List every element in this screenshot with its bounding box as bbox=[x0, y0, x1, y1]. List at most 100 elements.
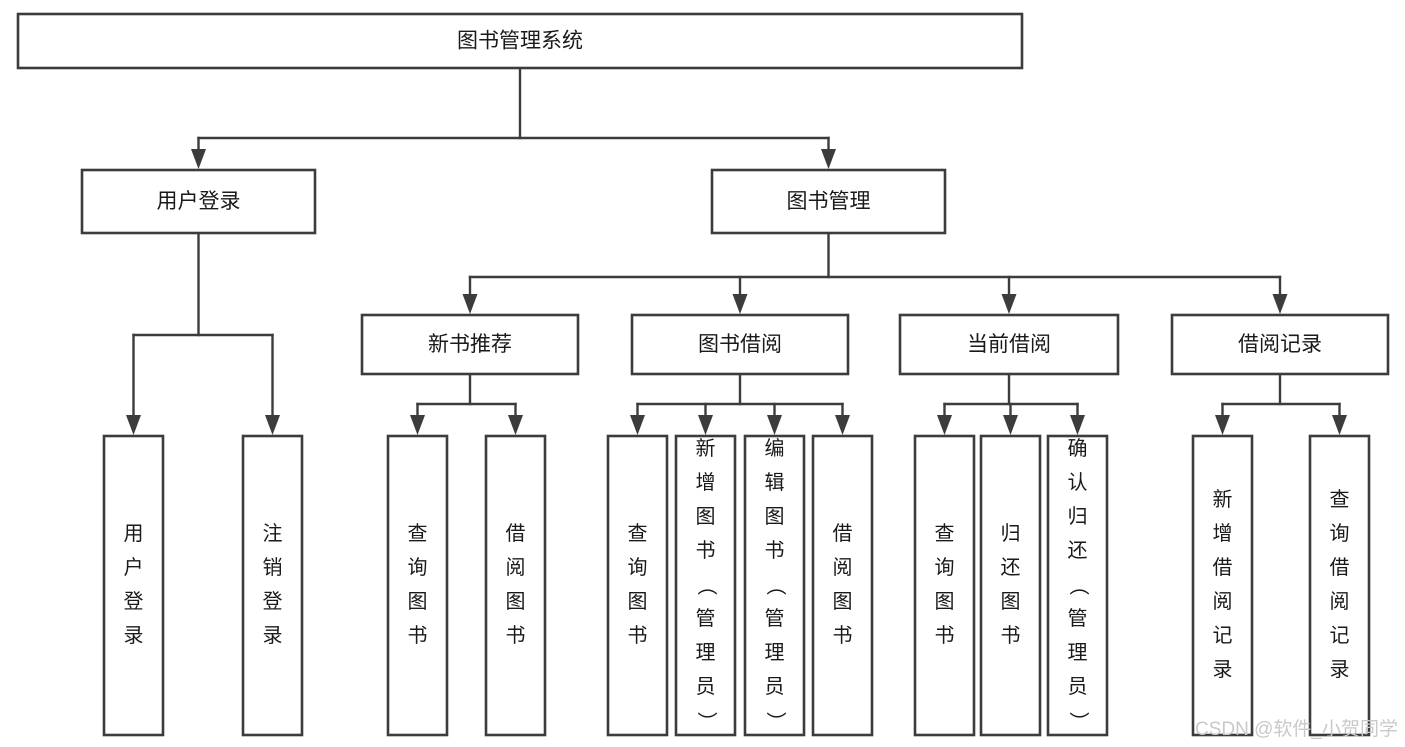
node-leaf-bor-4[interactable]: 借阅图书借阅图书 bbox=[811, 434, 874, 737]
arrow-head-icon bbox=[508, 415, 523, 435]
node-label-char: 借 bbox=[1330, 556, 1350, 579]
node-box[interactable] bbox=[16, 12, 1024, 70]
node-leaf-new-2[interactable]: 借阅图书借阅图书 bbox=[484, 434, 547, 737]
arrow-head-icon bbox=[1215, 415, 1230, 435]
node-label-char: 书 bbox=[506, 624, 526, 647]
node-label-char: 员 bbox=[696, 676, 716, 698]
node-label-char: 图 bbox=[506, 591, 526, 613]
node-leaf-cur-1[interactable]: 查询图书查询图书 bbox=[913, 434, 976, 737]
node-label-char: 询 bbox=[628, 556, 648, 579]
node-box[interactable] bbox=[484, 434, 547, 737]
node-leaf-new-1[interactable]: 查询图书查询图书 bbox=[386, 434, 449, 737]
node-label: 图书借阅 bbox=[698, 333, 782, 356]
node-records[interactable]: 借阅记录 bbox=[1170, 313, 1390, 376]
node-label-char: 图 bbox=[408, 591, 428, 613]
node-current[interactable]: 当前借阅 bbox=[898, 313, 1120, 376]
node-leaf-rec-1[interactable]: 新增借阅记录新增借阅记录 bbox=[1191, 434, 1254, 737]
node-label-char: 员 bbox=[1068, 676, 1088, 698]
node-label-char: 书 bbox=[935, 624, 955, 647]
arrow-head-icon bbox=[732, 294, 748, 314]
node-login[interactable]: 用户登录 bbox=[80, 168, 317, 235]
node-leaf-login-2[interactable]: 注销登录注销登录 bbox=[241, 434, 304, 737]
node-label-char: 记 bbox=[1213, 624, 1233, 647]
arrow-head-icon bbox=[126, 415, 141, 435]
node-box[interactable] bbox=[674, 434, 737, 737]
node-box[interactable] bbox=[102, 434, 165, 737]
node-box[interactable] bbox=[1046, 434, 1109, 737]
node-box[interactable] bbox=[1170, 313, 1390, 376]
node-box[interactable] bbox=[241, 434, 304, 737]
node-label-char: 借 bbox=[1213, 556, 1233, 579]
node-label-char: 管 bbox=[1068, 607, 1088, 630]
node-label-char: 员 bbox=[765, 676, 785, 698]
node-newbook[interactable]: 新书推荐 bbox=[360, 313, 580, 376]
arrow-head-icon bbox=[410, 415, 425, 435]
node-box[interactable] bbox=[80, 168, 317, 235]
node-box[interactable] bbox=[630, 313, 850, 376]
node-label: 借阅记录 bbox=[1238, 333, 1322, 356]
node-box[interactable] bbox=[606, 434, 669, 737]
node-label-char: 编 bbox=[765, 437, 785, 460]
node-label-char: 图 bbox=[696, 506, 716, 528]
node-label-char: 阅 bbox=[1330, 590, 1350, 613]
node-box[interactable] bbox=[979, 434, 1042, 737]
arrow-head-icon bbox=[698, 415, 713, 435]
node-label-char: ） bbox=[764, 712, 787, 732]
node-label: 用户登录 bbox=[157, 190, 241, 213]
node-label-char: 图 bbox=[765, 506, 785, 528]
node-label-char: 还 bbox=[1001, 556, 1021, 579]
arrow-head-icon bbox=[462, 294, 478, 314]
node-leaf-bor-1[interactable]: 查询图书查询图书 bbox=[606, 434, 669, 737]
csdn-watermark: CSDN @软件_小贺同学 bbox=[1195, 718, 1398, 740]
node-label-char: 归 bbox=[1068, 505, 1088, 528]
node-label-char: 注 bbox=[263, 522, 283, 545]
node-label-char: 管 bbox=[765, 607, 785, 630]
node-box[interactable] bbox=[386, 434, 449, 737]
node-leaf-rec-2[interactable]: 查询借阅记录查询借阅记录 bbox=[1308, 434, 1371, 737]
node-label-char: 图 bbox=[833, 591, 853, 613]
node-box[interactable] bbox=[743, 434, 806, 737]
node-box[interactable] bbox=[898, 313, 1120, 376]
arrow-head-icon bbox=[821, 149, 836, 169]
connector-group bbox=[462, 231, 1288, 314]
node-label-char: 图 bbox=[1001, 591, 1021, 613]
node-label-char: 管 bbox=[696, 607, 716, 630]
node-leaf-login-1[interactable]: 用户登录用户登录 bbox=[102, 434, 165, 737]
node-box[interactable] bbox=[913, 434, 976, 737]
node-label-char: ） bbox=[1067, 712, 1090, 732]
node-label-char: 新 bbox=[696, 437, 716, 460]
node-label: 当前借阅 bbox=[967, 333, 1051, 356]
node-label-char: 录 bbox=[263, 625, 283, 647]
node-box[interactable] bbox=[360, 313, 580, 376]
node-bookmgmt[interactable]: 图书管理 bbox=[710, 168, 947, 235]
node-label: 新书推荐 bbox=[428, 333, 512, 356]
node-label-char: 询 bbox=[1330, 522, 1350, 545]
connector-layer bbox=[126, 66, 1347, 435]
arrow-head-icon bbox=[937, 415, 952, 435]
node-label-char: 书 bbox=[696, 539, 716, 562]
node-label-char: 登 bbox=[124, 590, 144, 613]
node-box[interactable] bbox=[1191, 434, 1254, 737]
node-box[interactable] bbox=[710, 168, 947, 235]
node-box[interactable] bbox=[811, 434, 874, 737]
node-leaf-cur-2[interactable]: 归还图书归还图书 bbox=[979, 434, 1042, 737]
node-label-char: 查 bbox=[1330, 488, 1350, 511]
node-label-char: 理 bbox=[765, 642, 785, 664]
arrow-head-icon bbox=[265, 415, 280, 435]
node-label-char: 书 bbox=[628, 624, 648, 647]
node-label-char: 书 bbox=[833, 624, 853, 647]
connector-group bbox=[126, 231, 280, 435]
node-label-char: 确 bbox=[1068, 437, 1088, 460]
node-box[interactable] bbox=[1308, 434, 1371, 737]
node-borrow[interactable]: 图书借阅 bbox=[630, 313, 850, 376]
node-label-char: 认 bbox=[1068, 471, 1088, 494]
node-label-char: 阅 bbox=[506, 556, 526, 579]
node-root[interactable]: 图书管理系统 bbox=[16, 12, 1024, 70]
arrow-head-icon bbox=[1332, 415, 1347, 435]
node-label-char: 销 bbox=[263, 556, 283, 579]
node-label-char: （ bbox=[695, 576, 718, 596]
connector-group bbox=[937, 372, 1085, 435]
